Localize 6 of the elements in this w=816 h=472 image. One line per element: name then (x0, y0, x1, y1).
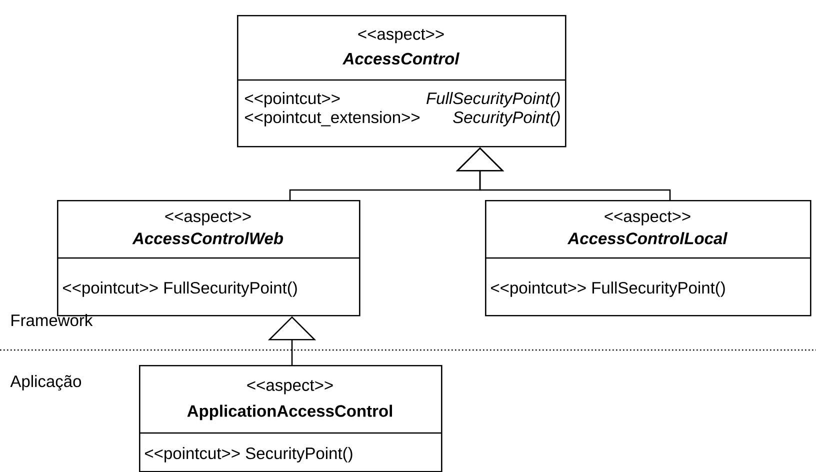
class-box: <<aspect>> AccessControlLocal <<pointcut>> FullSecurityPoint() (485, 200, 812, 316)
class-box: <<aspect>> ApplicationAccessControl <<pointcut>> SecurityPoint() (139, 365, 442, 472)
class-box: <<aspect>> AccessControlWeb <<pointcut>> FullSecurityPoint() (57, 200, 360, 316)
layer-label: Framework (12, 314, 93, 326)
layer-label: Aplicação (10, 375, 82, 390)
class-box: <<aspect>> AccessControl <<pointcut>> FullSecurityPoint() <<pointcut_extension>> SecurityPoint() (237, 15, 566, 148)
